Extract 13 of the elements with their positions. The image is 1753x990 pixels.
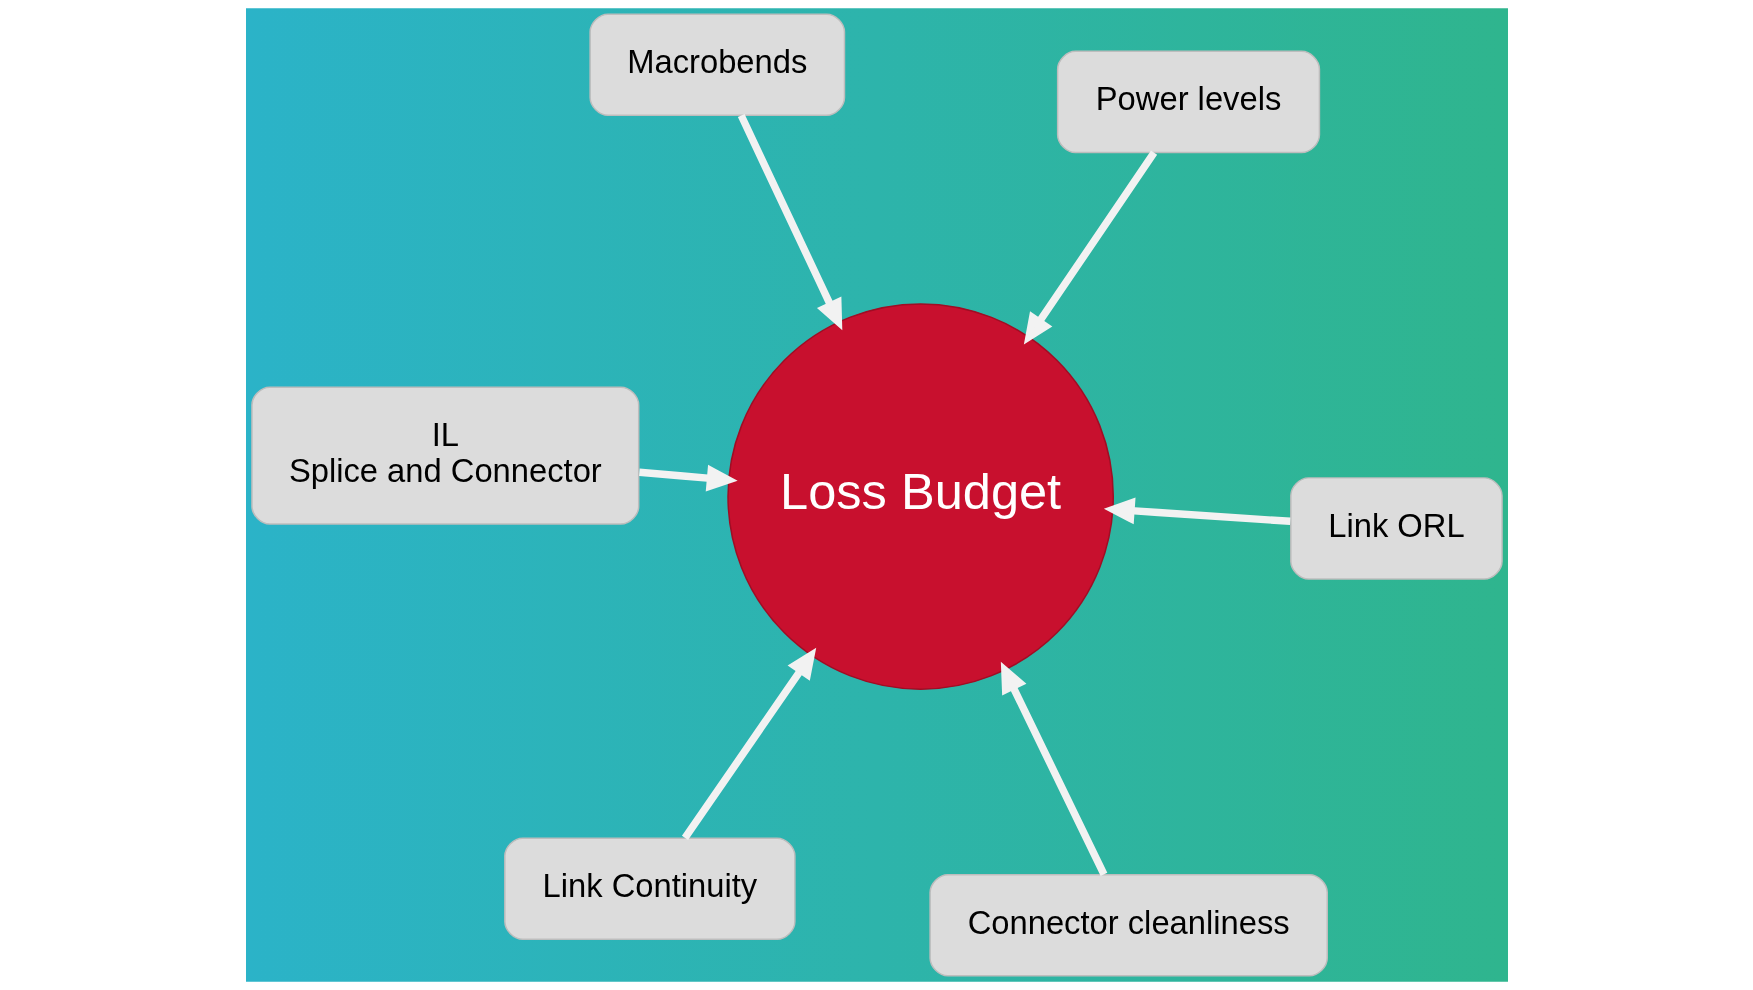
node-box: Macrobends: [588, 13, 845, 117]
node-box: Link ORL: [1289, 477, 1503, 580]
arrow: [1000, 661, 1107, 877]
node-box: Link Continuity: [503, 837, 796, 941]
node-box: Power levels: [1056, 50, 1320, 154]
arrow: [737, 113, 842, 331]
node-box: IL Splice and Connector: [250, 386, 639, 525]
arrow: [1103, 497, 1290, 526]
arrow: [681, 647, 816, 840]
arrow: [638, 464, 738, 492]
node-circle: Loss Budget: [726, 303, 1114, 690]
node-box: Connector cleanliness: [928, 873, 1328, 977]
arrow: [1023, 150, 1157, 345]
